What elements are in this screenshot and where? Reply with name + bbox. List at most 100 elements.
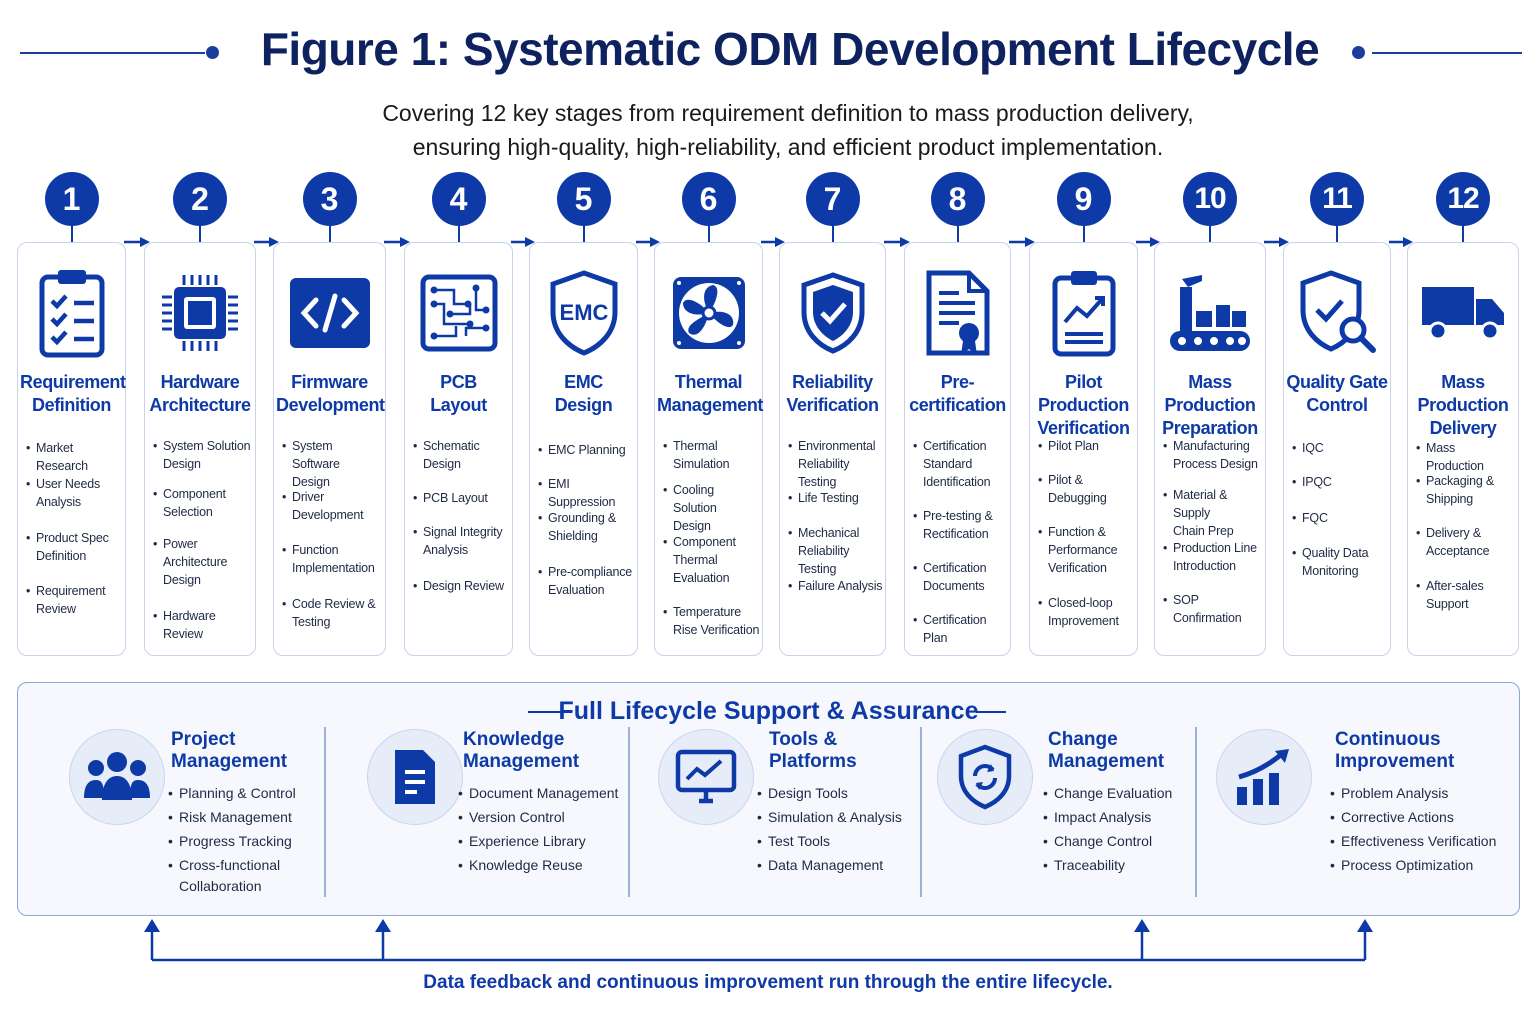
badge-connector — [707, 226, 710, 242]
stage-flow-arrow — [1264, 237, 1289, 247]
stage-flow-arrow — [884, 237, 910, 247]
support-list-text: Cross-functional — [179, 857, 281, 873]
stage-title-line-1: Reliability — [792, 372, 873, 392]
shield-check-icon — [780, 263, 885, 363]
support-list-text: Corrective Actions — [1341, 809, 1454, 825]
feedback-arrowhead-4 — [1357, 919, 1373, 932]
stage-task-item: IQC — [1292, 439, 1388, 457]
stage-title-line-1: PCB — [440, 372, 477, 392]
stage-card: Mass ProductionDeliveryMass ProductionPa… — [1407, 242, 1519, 656]
title-row: Figure 1: Systematic ODM Development Lif… — [0, 22, 1536, 84]
support-divider — [628, 727, 630, 897]
support-list-text: Test Tools — [768, 833, 830, 849]
stage-number-badge: 5 — [556, 172, 611, 226]
clipboard-chart-icon — [1030, 263, 1137, 363]
stage-task-text: Design — [423, 457, 461, 471]
support-title-line-2: Management — [171, 751, 288, 772]
stage-task-text: Temperature — [673, 605, 741, 619]
fan-icon — [655, 263, 762, 363]
stage-title-line-2: Verification — [1037, 418, 1130, 438]
stage-task-text: Verification — [1048, 561, 1107, 575]
stage-number-badge: 10 — [1183, 172, 1237, 226]
stage-task-item: Certification Plan — [913, 611, 1008, 647]
stage-task-text: Pilot Plan — [1048, 439, 1099, 453]
support-title-line-2: Management — [1048, 751, 1165, 772]
stage-task-item: EMC Planning — [538, 441, 635, 459]
stage-task-text: System Solution — [163, 439, 251, 453]
stage-title-line-2: Layout — [430, 395, 487, 415]
support-title: Full Lifecycle Support & Assurance — [558, 697, 979, 725]
stage-title-line-1: Thermal — [674, 372, 743, 392]
support-list-item: Design Tools — [757, 783, 902, 804]
support-title-line-2: Management — [463, 751, 580, 772]
badge-connector — [1462, 226, 1464, 242]
stage-task-text: Design Review — [423, 579, 504, 593]
stage-title-line-1: Requirement — [20, 372, 126, 392]
stage-task-text: Support — [1426, 597, 1469, 611]
stage-flow-arrow — [1009, 237, 1035, 247]
title-rule-left — [20, 52, 205, 54]
stage-task-text: Monitoring — [1302, 564, 1359, 578]
stage-title-line-1: Pilot Production — [1038, 372, 1129, 415]
stage-title-line-2: Verification — [786, 395, 879, 415]
stage-title-line-2: certification — [909, 395, 1006, 415]
stage-task-text: Identification — [923, 475, 991, 489]
stage-task-text: After-sales — [1426, 579, 1484, 593]
title-dot-left — [206, 46, 219, 59]
support-item-list: Design ToolsSimulation & AnalysisTest To… — [757, 783, 902, 879]
support-list-item: Effectiveness Verification — [1330, 831, 1496, 852]
support-list-item: Problem Analysis — [1330, 783, 1496, 804]
support-list-item: Knowledge Reuse — [458, 855, 618, 876]
stage-number-badge: 3 — [302, 172, 357, 226]
stage-title: PCB Layout — [407, 371, 510, 417]
stage-flow-arrow — [384, 237, 410, 247]
feedback-arrowhead-2 — [375, 919, 391, 932]
stage-task-item: Design Review — [413, 577, 510, 595]
support-list-item: Document Management — [458, 783, 618, 804]
stage-task-text: Rectification — [923, 527, 989, 541]
support-title-rule-right — [976, 711, 1006, 713]
stage-title-line-2: Definition — [32, 395, 111, 415]
support-title-line-2: Improvement — [1335, 751, 1455, 772]
support-list-item: Change Control — [1043, 831, 1172, 852]
stage-task-text: Design — [292, 475, 330, 489]
stage-title-line-2: Control — [1306, 395, 1368, 415]
stage-number-badge: 9 — [1056, 172, 1111, 226]
stage-task-item: SOP Confirmation — [1163, 591, 1263, 627]
team-icon — [69, 729, 165, 825]
support-list-item: Risk Management — [168, 807, 296, 828]
badge-connector — [328, 226, 331, 242]
stage-task-text: Signal Integrity — [423, 525, 503, 539]
stage-task-text: IPQC — [1302, 475, 1332, 489]
stage-flow-arrow — [124, 237, 150, 247]
stage-task-text: Function — [292, 543, 339, 557]
stage-task-text: Production Line — [1173, 541, 1257, 555]
support-title-line-1: Continuous — [1335, 729, 1441, 750]
stage-task-item: EMI Suppression — [538, 475, 635, 511]
stage-task-item: Failure Analysis — [788, 577, 883, 595]
support-list-text: Knowledge Reuse — [469, 857, 583, 873]
stage-task-text: SOP Confirmation — [1173, 593, 1242, 625]
stage-task-text: Grounding & — [548, 511, 616, 525]
stage-task-text: EMC Planning — [548, 443, 626, 457]
support-item-list: Planning & ControlRisk ManagementProgres… — [168, 783, 296, 900]
stage-task-text: Development — [292, 508, 364, 522]
stage-task-text: PCB Layout — [423, 491, 488, 505]
support-list-text: Impact Analysis — [1054, 809, 1152, 825]
stage-task-text: Evaluation — [673, 571, 730, 585]
stage-task-text: Introduction — [1173, 559, 1236, 573]
feedback-arrowhead-3 — [1134, 919, 1150, 932]
